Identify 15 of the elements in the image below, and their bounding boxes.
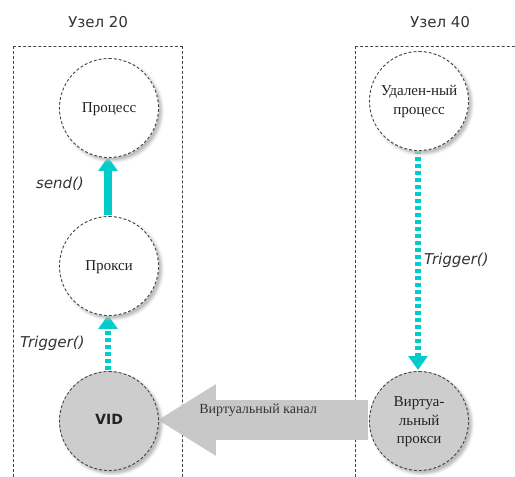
node-heading: Узел 40 [409,13,471,31]
node-label: Процесс [82,98,136,118]
edge-label: Trigger() [20,332,84,350]
edge-label: Виртуальный канал [198,402,318,419]
channel-arrow [158,384,368,456]
node-label: Прокси [85,256,133,276]
node-label: VID [95,412,123,430]
edge-label: Trigger() [424,250,488,268]
node-label: Виртуа-льный прокси [392,392,446,450]
arrow [98,315,118,370]
edge-label: send() [36,174,84,192]
node-label: Удален-ный процесс [380,82,458,120]
node-heading: Узел 20 [67,13,129,31]
arrow [408,150,428,370]
arrow [98,157,118,215]
